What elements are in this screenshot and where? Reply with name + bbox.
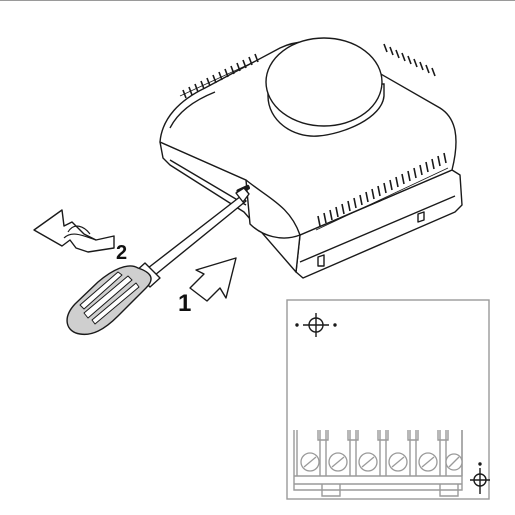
slotted-screw-icon <box>358 452 378 472</box>
push-arrow-outline <box>189 257 237 302</box>
housing-side-edge <box>245 179 301 236</box>
slotted-screw-icon <box>388 452 408 472</box>
slotted-screw-icon <box>418 452 438 472</box>
lift-arrow-outline <box>33 209 115 253</box>
terminal-separators <box>296 430 463 476</box>
housing-vents-right <box>315 152 449 231</box>
lift-arrow-fold <box>63 225 97 241</box>
slotted-screw-icon <box>300 452 320 472</box>
crosshair-circle-icon-lower <box>470 462 490 494</box>
terminal-separator-caps <box>317 430 449 441</box>
terminal-screws <box>300 452 463 472</box>
dial-knob-top <box>265 37 383 127</box>
base-clip-right <box>439 484 459 497</box>
mounting-base-plate <box>286 299 490 500</box>
lift-arrow-icon <box>33 209 115 253</box>
housing-right-face <box>295 169 463 279</box>
base-clip-left <box>321 484 341 497</box>
housing-vents-back <box>383 43 436 77</box>
slotted-screw-icon <box>328 452 348 472</box>
screwdriver-icon <box>66 187 250 336</box>
step-1-label: 1 <box>178 290 191 317</box>
thermostat-dial-knob <box>265 37 385 137</box>
housing-foot-left <box>317 254 325 267</box>
screwdriver-handle-grooves <box>79 271 140 325</box>
slotted-screw-icon <box>445 453 463 471</box>
screwdriver-tip <box>235 187 250 203</box>
step-2-label: 2 <box>116 242 127 264</box>
housing-base-step <box>169 159 456 263</box>
housing-foot-right <box>417 211 425 223</box>
push-arrow-icon <box>189 257 237 302</box>
crosshair-circle-icon <box>295 313 337 337</box>
housing-front-edge <box>169 91 216 129</box>
housing-vents-top <box>179 53 259 99</box>
top-border <box>0 0 515 1</box>
